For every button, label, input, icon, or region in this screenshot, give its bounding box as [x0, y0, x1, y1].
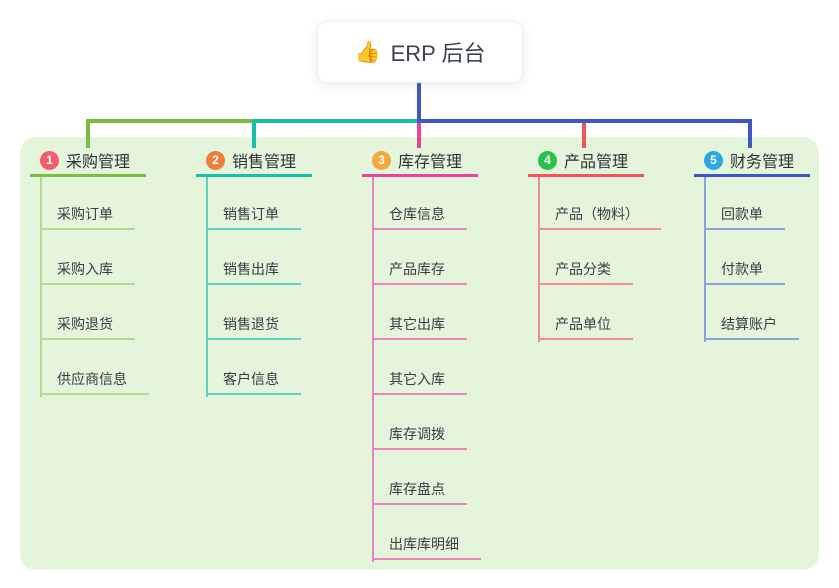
- root-node[interactable]: 👍 ERP 后台: [317, 21, 523, 83]
- subtopic-label: 其它入库: [389, 371, 445, 387]
- subtopic-label: 采购入库: [57, 261, 113, 277]
- subtopic-inventory-5[interactable]: 库存调拨: [372, 420, 467, 450]
- branch-title-product[interactable]: 4 产品管理: [528, 146, 644, 177]
- branch-vertical-connector: [40, 177, 42, 397]
- drop-line-sales: [252, 119, 256, 148]
- branch-title-inventory[interactable]: 3 库存管理: [362, 146, 478, 177]
- branch-title-label: 财务管理: [730, 154, 795, 171]
- subtopic-product-2[interactable]: 产品分类: [538, 255, 633, 285]
- subtopic-label: 采购订单: [57, 206, 113, 222]
- subtopic-product-3[interactable]: 产品单位: [538, 310, 633, 340]
- bus-line-right-blue: [417, 119, 752, 123]
- subtopic-label: 出库库明细: [389, 536, 459, 552]
- subtopic-label: 供应商信息: [57, 371, 127, 387]
- subtopic-sales-3[interactable]: 销售退货: [206, 310, 301, 340]
- subtopic-label: 产品（物料）: [555, 206, 639, 222]
- subtopic-inventory-6[interactable]: 库存盘点: [372, 475, 467, 505]
- subtopic-label: 库存盘点: [389, 481, 445, 497]
- branch-title-purchase[interactable]: 1 采购管理: [30, 146, 146, 177]
- subtopic-label: 采购退货: [57, 316, 113, 332]
- subtopic-finance-2[interactable]: 付款单: [704, 255, 785, 285]
- subtopic-label: 销售订单: [223, 206, 279, 222]
- subtopic-label: 产品库存: [389, 261, 445, 277]
- branch-vertical-connector: [206, 177, 208, 397]
- drop-line-inventory: [417, 123, 421, 148]
- subtopic-label: 库存调拨: [389, 426, 445, 442]
- branch-purchase: 1 采购管理采购订单采购入库采购退货供应商信息: [30, 146, 149, 397]
- subtopic-label: 付款单: [721, 261, 763, 277]
- subtopic-purchase-1[interactable]: 采购订单: [40, 200, 135, 230]
- branch-title-label: 库存管理: [398, 154, 463, 171]
- subtopic-label: 客户信息: [223, 371, 279, 387]
- branch-vertical-connector: [704, 177, 706, 342]
- branch-vertical-connector: [372, 177, 374, 562]
- root-connector-line: [417, 83, 421, 123]
- subtopic-sales-1[interactable]: 销售订单: [206, 200, 301, 230]
- subtopic-finance-1[interactable]: 回款单: [704, 200, 785, 230]
- branch-finance: 5 财务管理回款单付款单结算账户: [694, 146, 810, 342]
- subtopic-label: 其它出库: [389, 316, 445, 332]
- branch-title-finance[interactable]: 5 财务管理: [694, 146, 810, 177]
- branch-title-label: 产品管理: [564, 154, 629, 171]
- branch-number-badge: 2: [206, 150, 225, 170]
- subtopic-purchase-4[interactable]: 供应商信息: [40, 365, 149, 395]
- subtopic-purchase-2[interactable]: 采购入库: [40, 255, 135, 285]
- subtopic-label: 结算账户: [721, 316, 777, 332]
- drop-line-purchase: [86, 119, 90, 148]
- subtopic-finance-3[interactable]: 结算账户: [704, 310, 799, 340]
- branch-sales: 2 销售管理销售订单销售出库销售退货客户信息: [196, 146, 312, 397]
- subtopic-label: 产品分类: [555, 261, 611, 277]
- branch-product: 4 产品管理产品（物料） 产品分类产品单位: [528, 146, 661, 342]
- thumbs-up-icon: 👍: [354, 40, 381, 64]
- subtopic-label: 产品单位: [555, 316, 611, 332]
- subtopic-purchase-3[interactable]: 采购退货: [40, 310, 135, 340]
- branch-title-sales[interactable]: 2 销售管理: [196, 146, 312, 177]
- subtopic-inventory-3[interactable]: 其它出库: [372, 310, 467, 340]
- drop-line-product: [582, 123, 586, 148]
- subtopic-label: 回款单: [721, 206, 763, 222]
- bus-line-left-green: [86, 119, 252, 123]
- subtopic-product-1[interactable]: 产品（物料）: [538, 200, 661, 230]
- branch-inventory: 3 库存管理仓库信息产品库存其它出库其它入库库存调拨库存盘点出库库明细: [362, 146, 481, 562]
- subtopic-inventory-2[interactable]: 产品库存: [372, 255, 467, 285]
- branch-number-badge: 1: [40, 150, 59, 170]
- bus-line-mid-teal: [252, 119, 417, 123]
- subtopic-label: 销售退货: [223, 316, 279, 332]
- branches-panel: [20, 137, 819, 570]
- branch-vertical-connector: [538, 177, 540, 342]
- branch-number-badge: 3: [372, 150, 391, 170]
- branch-number-badge: 4: [538, 150, 557, 170]
- subtopic-label: 销售出库: [223, 261, 279, 277]
- subtopic-sales-2[interactable]: 销售出库: [206, 255, 301, 285]
- subtopic-sales-4[interactable]: 客户信息: [206, 365, 301, 395]
- subtopic-inventory-4[interactable]: 其它入库: [372, 365, 467, 395]
- branch-title-label: 销售管理: [232, 154, 297, 171]
- drop-line-finance: [748, 119, 752, 148]
- branch-title-label: 采购管理: [66, 154, 131, 171]
- root-node-label: ERP 后台: [390, 41, 486, 66]
- subtopic-inventory-1[interactable]: 仓库信息: [372, 200, 467, 230]
- subtopic-inventory-7[interactable]: 出库库明细: [372, 530, 481, 560]
- subtopic-label: 仓库信息: [389, 206, 445, 222]
- branch-number-badge: 5: [704, 150, 723, 170]
